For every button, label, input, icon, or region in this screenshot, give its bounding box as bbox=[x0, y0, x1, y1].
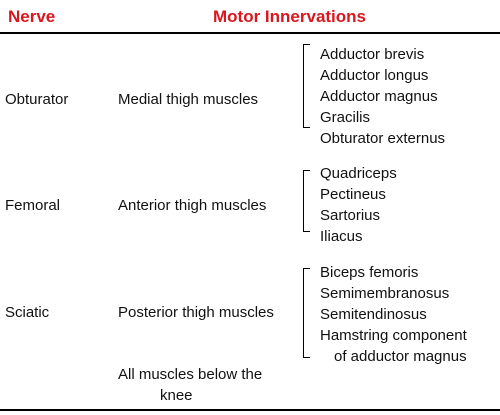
bracket bbox=[303, 170, 310, 232]
header-motor-innervations: Motor Innervations bbox=[213, 7, 367, 26]
muscle-group: All muscles below the knee bbox=[118, 364, 262, 406]
muscle-item: Quadriceps bbox=[320, 165, 397, 182]
muscle-item: Semimembranosus bbox=[320, 285, 450, 302]
muscle-item: Biceps femoris bbox=[320, 264, 419, 281]
muscle-group-line: All muscles below the bbox=[118, 366, 263, 383]
bottom-rule bbox=[0, 409, 500, 411]
muscle-item: Gracilis bbox=[320, 109, 371, 126]
muscle-group-line: knee bbox=[160, 387, 193, 404]
table-header: Nerve Motor Innervations bbox=[0, 0, 500, 32]
muscle-group: Medial thigh muscles bbox=[118, 91, 259, 108]
muscle-item: Semitendinosus bbox=[320, 306, 427, 323]
muscle-group: Anterior thigh muscles bbox=[118, 197, 267, 214]
muscle-item: Adductor longus bbox=[320, 67, 429, 84]
muscle-item: Obturator externus bbox=[320, 130, 446, 147]
muscle-group: Posterior thigh muscles bbox=[118, 304, 274, 321]
muscle-item: of adductor magnus bbox=[334, 348, 467, 365]
bracket bbox=[303, 44, 310, 128]
muscle-item: Pectineus bbox=[320, 186, 386, 203]
muscle-item: Adductor magnus bbox=[320, 88, 438, 105]
header-rule bbox=[0, 32, 500, 34]
muscle-item: Iliacus bbox=[320, 228, 363, 245]
bracket bbox=[303, 268, 310, 358]
muscle-item: Adductor brevis bbox=[320, 46, 425, 63]
header-nerve: Nerve bbox=[8, 7, 56, 26]
muscle-list: Quadriceps Pectineus Sartorius Iliacus bbox=[320, 163, 397, 247]
nerve-name: Femoral bbox=[5, 197, 61, 214]
muscle-item: Sartorius bbox=[320, 207, 381, 224]
nerve-name: Sciatic bbox=[5, 304, 50, 321]
nerve-name: Obturator bbox=[5, 91, 69, 108]
muscle-list: Biceps femoris Semimembranosus Semitendi… bbox=[320, 262, 467, 367]
muscle-item: Hamstring component bbox=[320, 327, 467, 344]
muscle-list: Adductor brevis Adductor longus Adductor… bbox=[320, 44, 445, 149]
